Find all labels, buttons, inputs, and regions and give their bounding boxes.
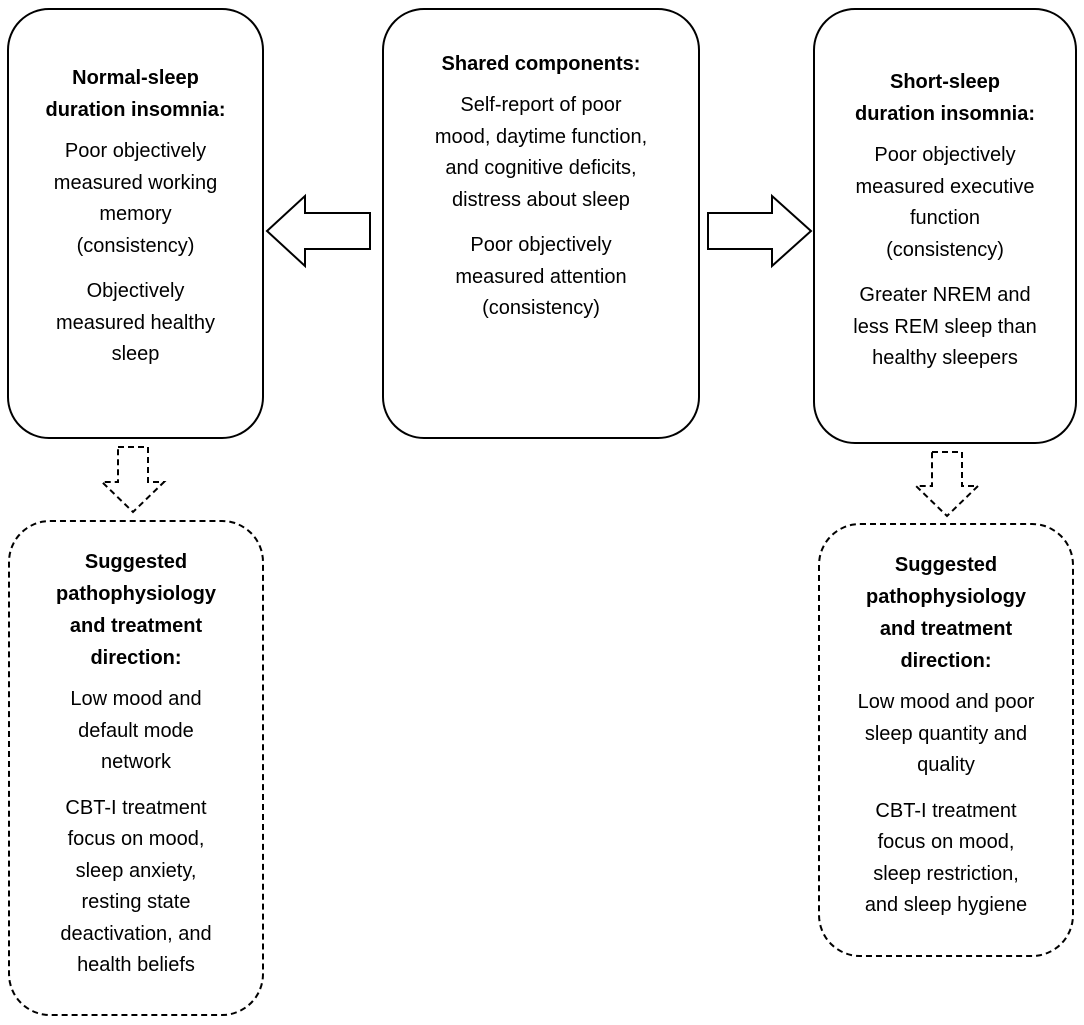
short-sleep-box: Short-sleep duration insomnia: Poor obje… [813,8,1077,444]
shared-components-item-2: Poor objectively measured attention (con… [455,234,627,319]
normal-sleep-pathophysiology-item-1: Low mood and default mode network [70,688,202,773]
normal-sleep-item-2: Objectively measured healthy sleep [56,280,215,365]
short-sleep-pathophysiology-item-1: Low mood and poor sleep quantity and qua… [857,691,1035,776]
normal-sleep-pathophysiology-item-2: CBT-I treatment focus on mood, sleep anx… [60,796,212,977]
short-sleep-pathophysiology-box: Suggested pathophysiology and treatment … [818,523,1074,957]
normal-sleep-pathophysiology-box: Suggested pathophysiology and treatment … [8,520,264,1016]
right-down-arrow [913,451,981,518]
left-arrow [265,193,371,269]
shared-components-item-1: Self-report of poor mood, daytime functi… [434,94,648,211]
short-sleep-item-1: Poor objectively measured executive func… [855,144,1035,261]
normal-sleep-item-1: Poor objectively measured working memory… [53,140,218,257]
normal-sleep-pathophysiology-title: Suggested pathophysiology and treatment … [56,551,216,669]
left-down-arrow [99,446,167,514]
shared-components-box: Shared components: Self-report of poor m… [382,8,700,439]
short-sleep-title: Short-sleep duration insomnia: [855,71,1035,125]
shared-components-title: Shared components: [441,53,641,75]
normal-sleep-box: Normal-sleep duration insomnia: Poor obj… [7,8,264,439]
short-sleep-pathophysiology-title: Suggested pathophysiology and treatment … [866,554,1026,672]
right-arrow [707,193,813,269]
normal-sleep-title: Normal-sleep duration insomnia: [45,67,226,121]
short-sleep-pathophysiology-item-2: CBT-I treatment focus on mood, sleep res… [864,799,1028,917]
short-sleep-item-2: Greater NREM and less REM sleep than hea… [853,284,1037,369]
